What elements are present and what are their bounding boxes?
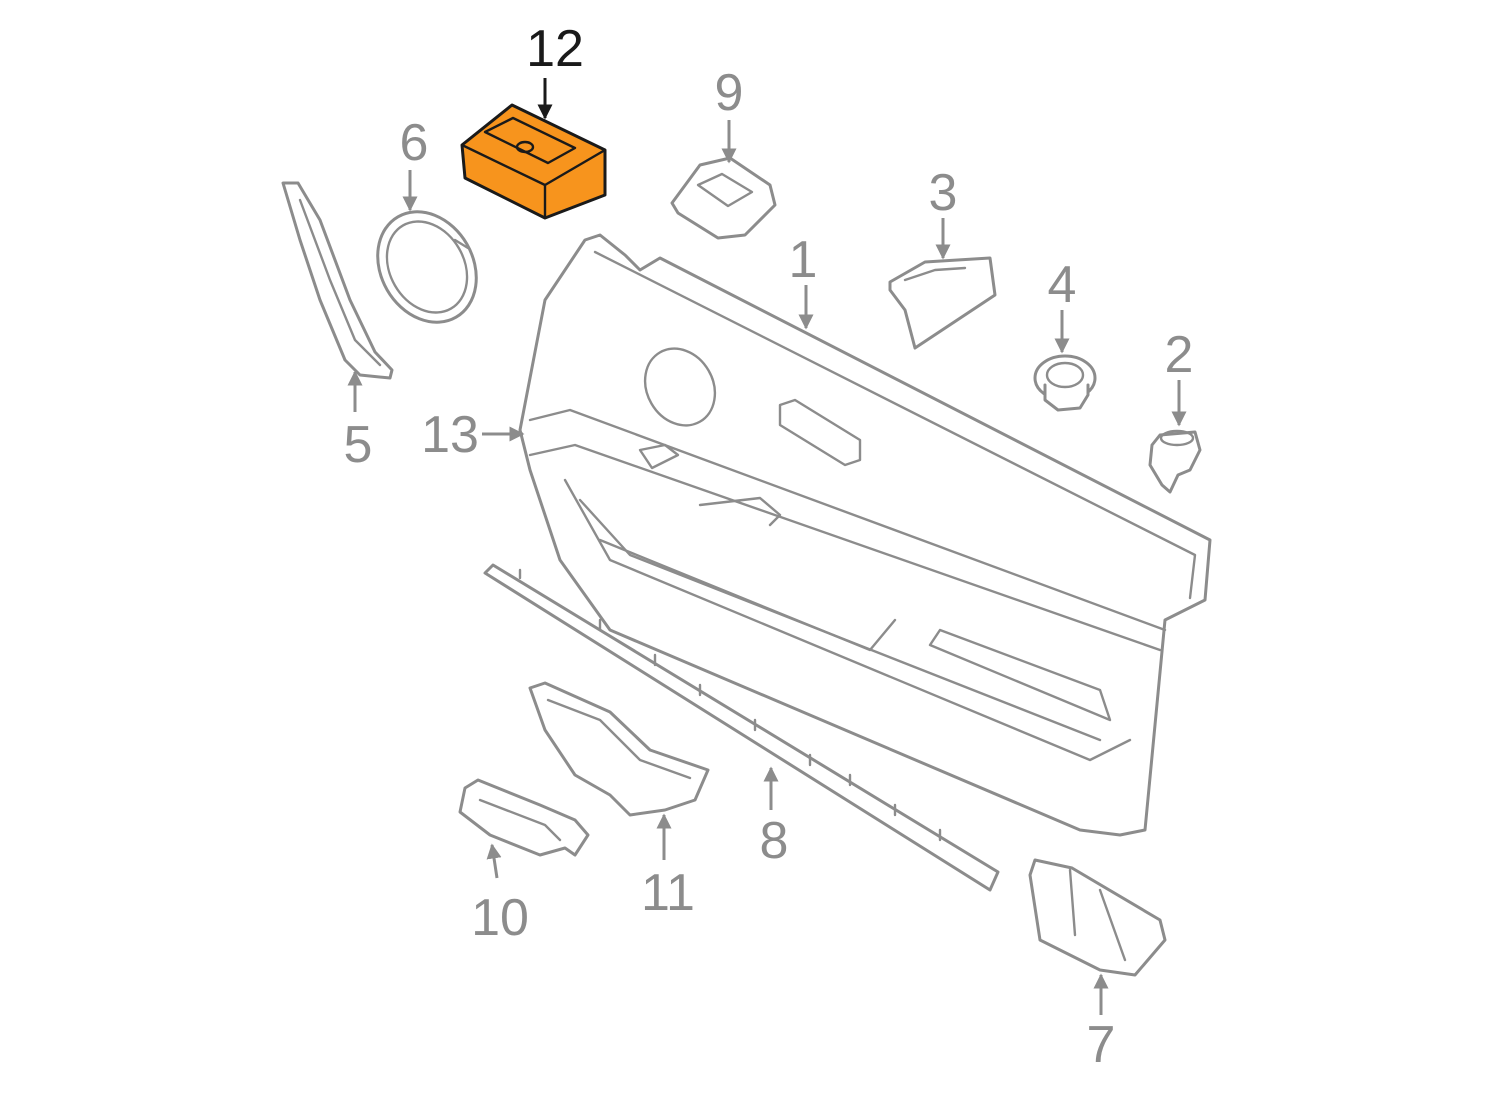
callout-6[interactable]: 6 <box>400 114 429 172</box>
callout-13[interactable]: 13 <box>421 406 479 464</box>
grip-part-11[interactable] <box>528 681 710 817</box>
clip-part-2[interactable] <box>1148 429 1202 494</box>
door-panel-part-1[interactable] <box>518 233 1212 837</box>
grommet-part-4[interactable] <box>1033 354 1097 412</box>
handle-part-10[interactable] <box>458 778 590 857</box>
callout-labels: 12 9 6 1 3 4 2 5 13 8 10 11 7 <box>344 20 1194 1074</box>
callout-3[interactable]: 3 <box>929 164 958 222</box>
trim-strip-part-5[interactable] <box>281 181 394 380</box>
callout-10[interactable]: 10 <box>471 889 529 947</box>
bracket-part-7[interactable] <box>1028 858 1167 977</box>
callout-4[interactable]: 4 <box>1048 256 1077 314</box>
callout-5[interactable]: 5 <box>344 416 373 474</box>
callout-7[interactable]: 7 <box>1087 1016 1116 1074</box>
callout-2[interactable]: 2 <box>1165 326 1194 384</box>
callout-1[interactable]: 1 <box>789 231 818 289</box>
molding-part-8[interactable] <box>483 563 1000 892</box>
callout-11[interactable]: 11 <box>641 864 695 922</box>
bracket-part-3[interactable] <box>888 256 997 350</box>
switch-frame-part-12[interactable] <box>460 103 607 220</box>
callout-12[interactable]: 12 <box>526 20 584 78</box>
callout-8[interactable]: 8 <box>760 812 789 870</box>
leader-lines <box>347 78 1187 1015</box>
callout-9[interactable]: 9 <box>715 64 744 122</box>
switch-holder-part-9[interactable] <box>670 156 777 240</box>
speaker-ring-part-6[interactable] <box>358 194 496 340</box>
